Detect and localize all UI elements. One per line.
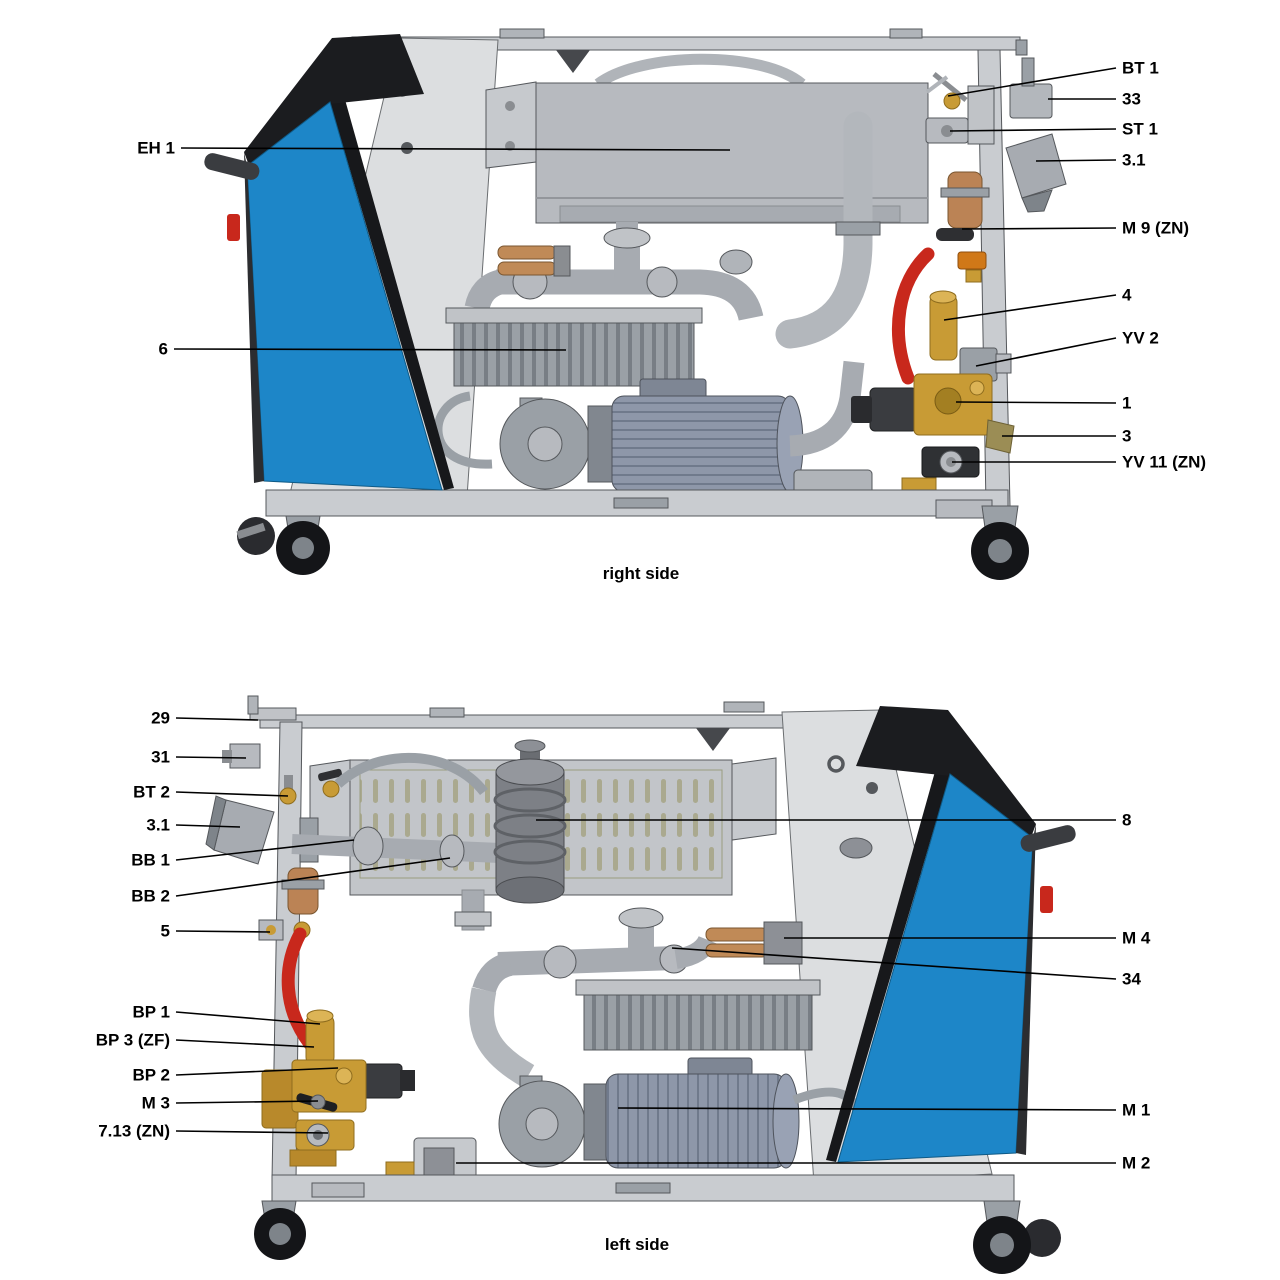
m4-assembly bbox=[705, 921, 803, 965]
left-side-illustration bbox=[205, 695, 1076, 1274]
casters bbox=[236, 505, 1029, 580]
heat-exchanger bbox=[445, 307, 703, 387]
filter-unit bbox=[493, 739, 567, 904]
base-rail bbox=[265, 489, 1009, 519]
right-side-illustration bbox=[204, 28, 1067, 580]
pipework bbox=[464, 222, 764, 322]
pipe-clamp bbox=[835, 221, 881, 236]
pump-motor bbox=[499, 378, 804, 493]
left-components bbox=[205, 743, 325, 1051]
base-rail bbox=[271, 1174, 1015, 1202]
casters bbox=[254, 1200, 1061, 1274]
m2-unit bbox=[385, 1137, 477, 1185]
heat-exchanger bbox=[575, 979, 821, 1051]
outlet-pipe bbox=[789, 360, 865, 457]
riser-pipe bbox=[775, 111, 873, 349]
housing bbox=[204, 34, 454, 491]
pump-motor bbox=[498, 1057, 865, 1169]
